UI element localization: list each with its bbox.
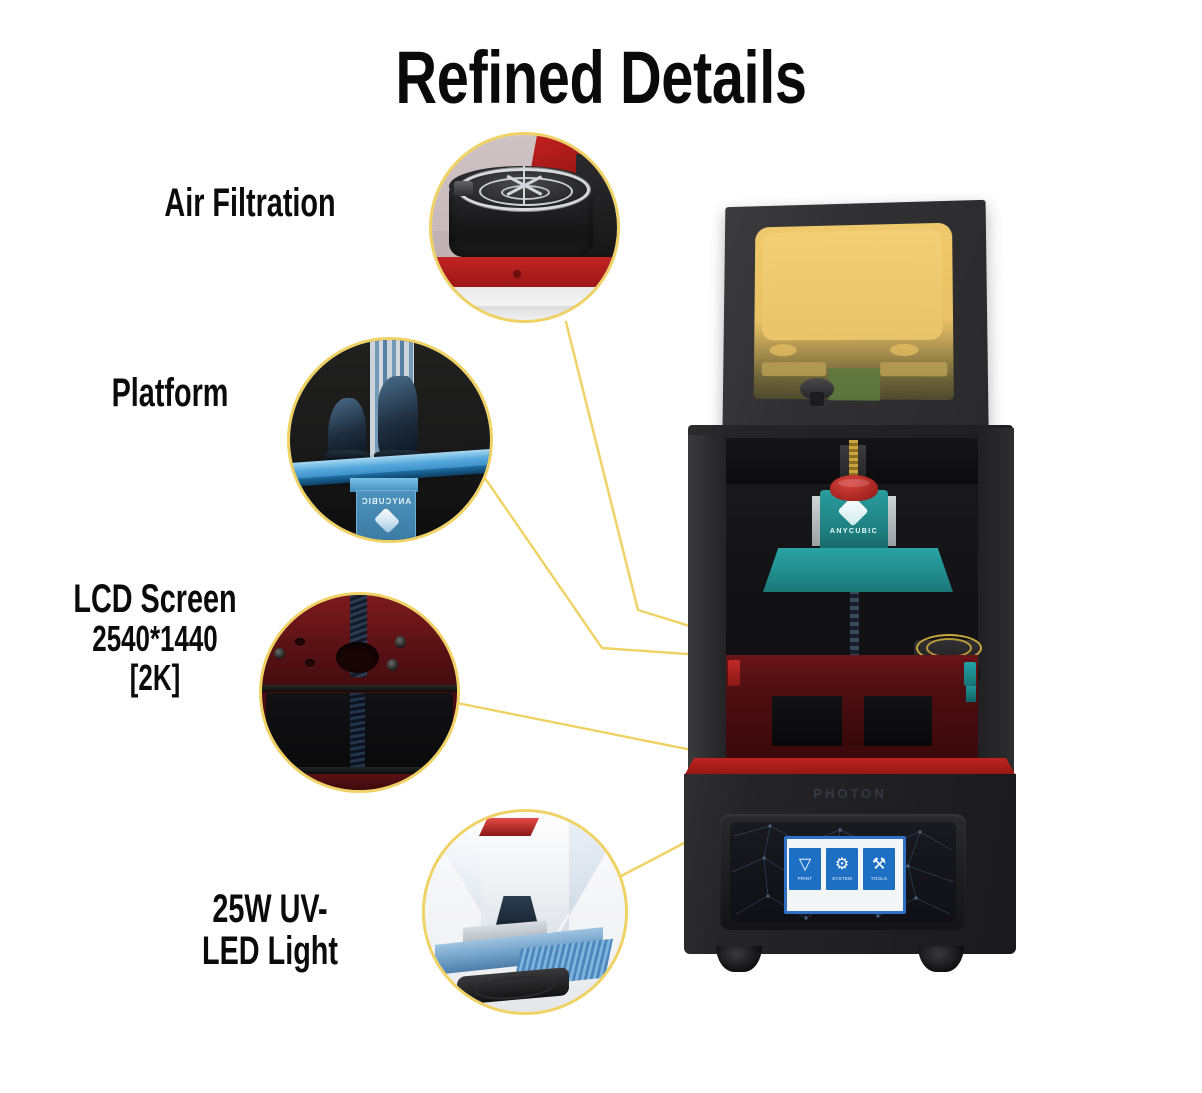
callout-photo-lcd-screen: [262, 595, 457, 790]
uv-window-highlight: [761, 228, 943, 341]
button-label: SYSTEM: [831, 876, 853, 881]
printer-foot: [918, 946, 964, 972]
frame-bar-lower: [262, 766, 457, 775]
fan-screw: [454, 181, 473, 197]
lcd-screen-divider: [842, 696, 864, 746]
photon-wordmark-text: PHOTON: [813, 786, 887, 801]
mounting-hole: [304, 659, 315, 668]
printed-figurine-bust: [328, 398, 366, 460]
funnel-icon: ▽: [798, 856, 812, 873]
lcd-red-target: [479, 818, 539, 836]
window-reflection: [890, 343, 919, 356]
lid-latch-stem: [810, 392, 824, 406]
feature-label-uv-led-light: 25W UV- LED Light: [120, 888, 420, 973]
vat-clip-left[interactable]: [728, 660, 740, 686]
vat-clip-right-lower: [966, 686, 976, 702]
label-line: LED Light: [202, 929, 338, 974]
platform-lock-knob[interactable]: [830, 475, 878, 501]
printer-uv-lid: [722, 199, 989, 435]
photon-wordmark: PHOTON: [684, 786, 1016, 801]
red-base-plate-top: [726, 655, 978, 689]
callout-photo-air-filtration: [432, 135, 617, 320]
feature-label-platform: Platform: [40, 371, 300, 415]
carriage-slide-left: [812, 496, 822, 546]
label-line-resolution: 2540*1440: [92, 618, 218, 660]
platform-bracket: [350, 478, 418, 492]
brand-tag: ANYCUBIC: [356, 490, 416, 540]
chassis-white-base: [432, 286, 617, 320]
label-line-resolution-class: [2K]: [129, 656, 181, 698]
callout-photo-uv-led-light: [425, 812, 625, 1012]
build-platform: [763, 548, 953, 592]
feature-label-lcd-screen: LCD Screen 2540*1440 [2K]: [10, 578, 300, 697]
label-line: Platform: [111, 371, 229, 415]
tools-icon: ⚒: [871, 856, 887, 873]
window-inner-bracket: [761, 362, 827, 377]
printed-figurine-statue: [378, 376, 418, 460]
label-line: 25W UV-: [212, 887, 328, 931]
label-line: LCD Screen: [73, 577, 237, 621]
screw-pass-through-hole: [336, 641, 379, 673]
window-inner-bracket: [880, 362, 948, 377]
brand-tag-label: ANYCUBIC: [360, 497, 412, 506]
window-reflection: [769, 344, 797, 357]
carriage-slide-right: [886, 496, 896, 546]
button-label: TOOLS: [870, 876, 888, 881]
gear-icon: ⚙: [834, 856, 850, 873]
vat-clip-right[interactable]: [964, 662, 976, 686]
callout-photo-platform: ANYCUBIC: [290, 340, 490, 540]
chassis-red-accent-band: [684, 758, 1016, 776]
label-line: Air Filtration: [164, 181, 336, 225]
mounting-bolt: [273, 647, 286, 660]
touchscreen-button-system[interactable]: ⚙ SYSTEM: [826, 848, 858, 890]
carriage-brand-label: ANYCUBIC: [829, 528, 879, 535]
red-lower-plate: [262, 774, 457, 790]
chassis-red-band: [432, 257, 617, 287]
frame-bar: [262, 684, 457, 693]
mounting-bolt: [394, 635, 407, 648]
mounting-hole: [295, 637, 305, 646]
page-title: Refined Details: [395, 36, 807, 119]
touchscreen-button-tools[interactable]: ⚒ TOOLS: [863, 848, 895, 890]
lead-screw-lower: [349, 692, 366, 790]
touchscreen-button-print[interactable]: ▽ PRINT: [789, 848, 821, 890]
z-lead-screw-lower: [850, 590, 859, 708]
window-inner-board: [828, 368, 881, 401]
printer-foot: [716, 946, 762, 972]
touchscreen-menu: ▽ PRINT ⚙ SYSTEM ⚒ TOOLS: [788, 848, 896, 894]
button-label: PRINT: [797, 876, 813, 881]
product-photo-3d-printer: ANYCUBIC PHOTON: [660, 190, 1040, 1000]
anycubic-diamond-icon: [373, 507, 400, 534]
lid-latch-knob[interactable]: [800, 378, 834, 400]
z-lead-screw-upper: [849, 440, 858, 484]
mounting-bolt: [386, 659, 399, 672]
feature-label-air-filtration: Air Filtration: [80, 181, 420, 225]
